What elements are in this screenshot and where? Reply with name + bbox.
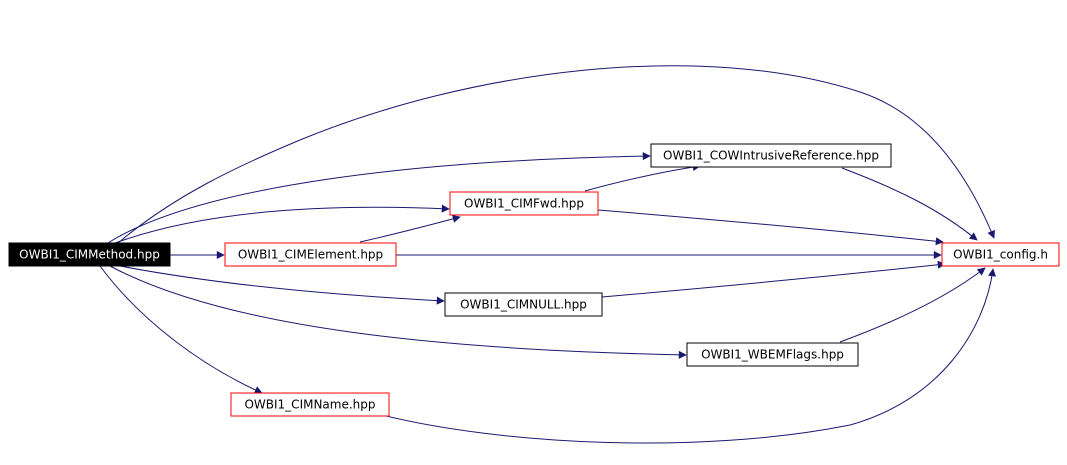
node-cimmethod-label: OWBI1_CIMMethod.hpp — [19, 248, 160, 262]
edge-cimfwd-to-cowref — [584, 163, 701, 192]
node-cowintrusivereference[interactable]: OWBI1_COWIntrusiveReference.hpp — [650, 143, 892, 168]
node-config[interactable]: OWBI1_config.h — [941, 242, 1060, 267]
node-wbemflags[interactable]: OWBI1_WBEMFlags.hpp — [686, 342, 859, 367]
edge-cimnull-to-config — [601, 260, 946, 298]
node-cimmethod[interactable]: OWBI1_CIMMethod.hpp — [8, 242, 171, 267]
node-cimnull-label: OWBI1_CIMNULL.hpp — [460, 298, 587, 312]
edge-cowref-to-config — [841, 167, 978, 241]
node-cimfwd-label: OWBI1_CIMFwd.hpp — [464, 197, 584, 211]
node-cimname[interactable]: OWBI1_CIMName.hpp — [230, 392, 390, 417]
node-wbemflags-label: OWBI1_WBEMFlags.hpp — [701, 348, 844, 362]
nodes: OWBI1_CIMMethod.hpp OWBI1_COWIntrusiveRe… — [8, 143, 1060, 417]
edge-method-to-cowref — [107, 152, 651, 244]
edge-wbemflags-to-config — [839, 267, 986, 343]
edge-cimname-to-config — [377, 268, 997, 444]
edges — [99, 65, 997, 444]
edge-method-to-cimname — [99, 265, 263, 394]
edge-method-to-wbemflags — [109, 265, 687, 359]
node-cimnull[interactable]: OWBI1_CIMNULL.hpp — [444, 292, 603, 317]
edge-method-to-config — [117, 65, 995, 244]
node-cimelement[interactable]: OWBI1_CIMElement.hpp — [224, 242, 397, 267]
edge-element-to-cimfwd — [359, 214, 461, 243]
edge-method-to-cimnull — [119, 265, 445, 305]
node-cimname-label: OWBI1_CIMName.hpp — [244, 398, 375, 412]
node-cimelement-label: OWBI1_CIMElement.hpp — [238, 248, 383, 262]
node-cowintrusivereference-label: OWBI1_COWIntrusiveReference.hpp — [663, 149, 879, 163]
edge-cimfwd-to-config — [597, 209, 944, 246]
edge-method-to-cimfwd — [114, 204, 450, 244]
node-cimfwd[interactable]: OWBI1_CIMFwd.hpp — [449, 191, 599, 216]
node-config-label: OWBI1_config.h — [953, 248, 1048, 262]
